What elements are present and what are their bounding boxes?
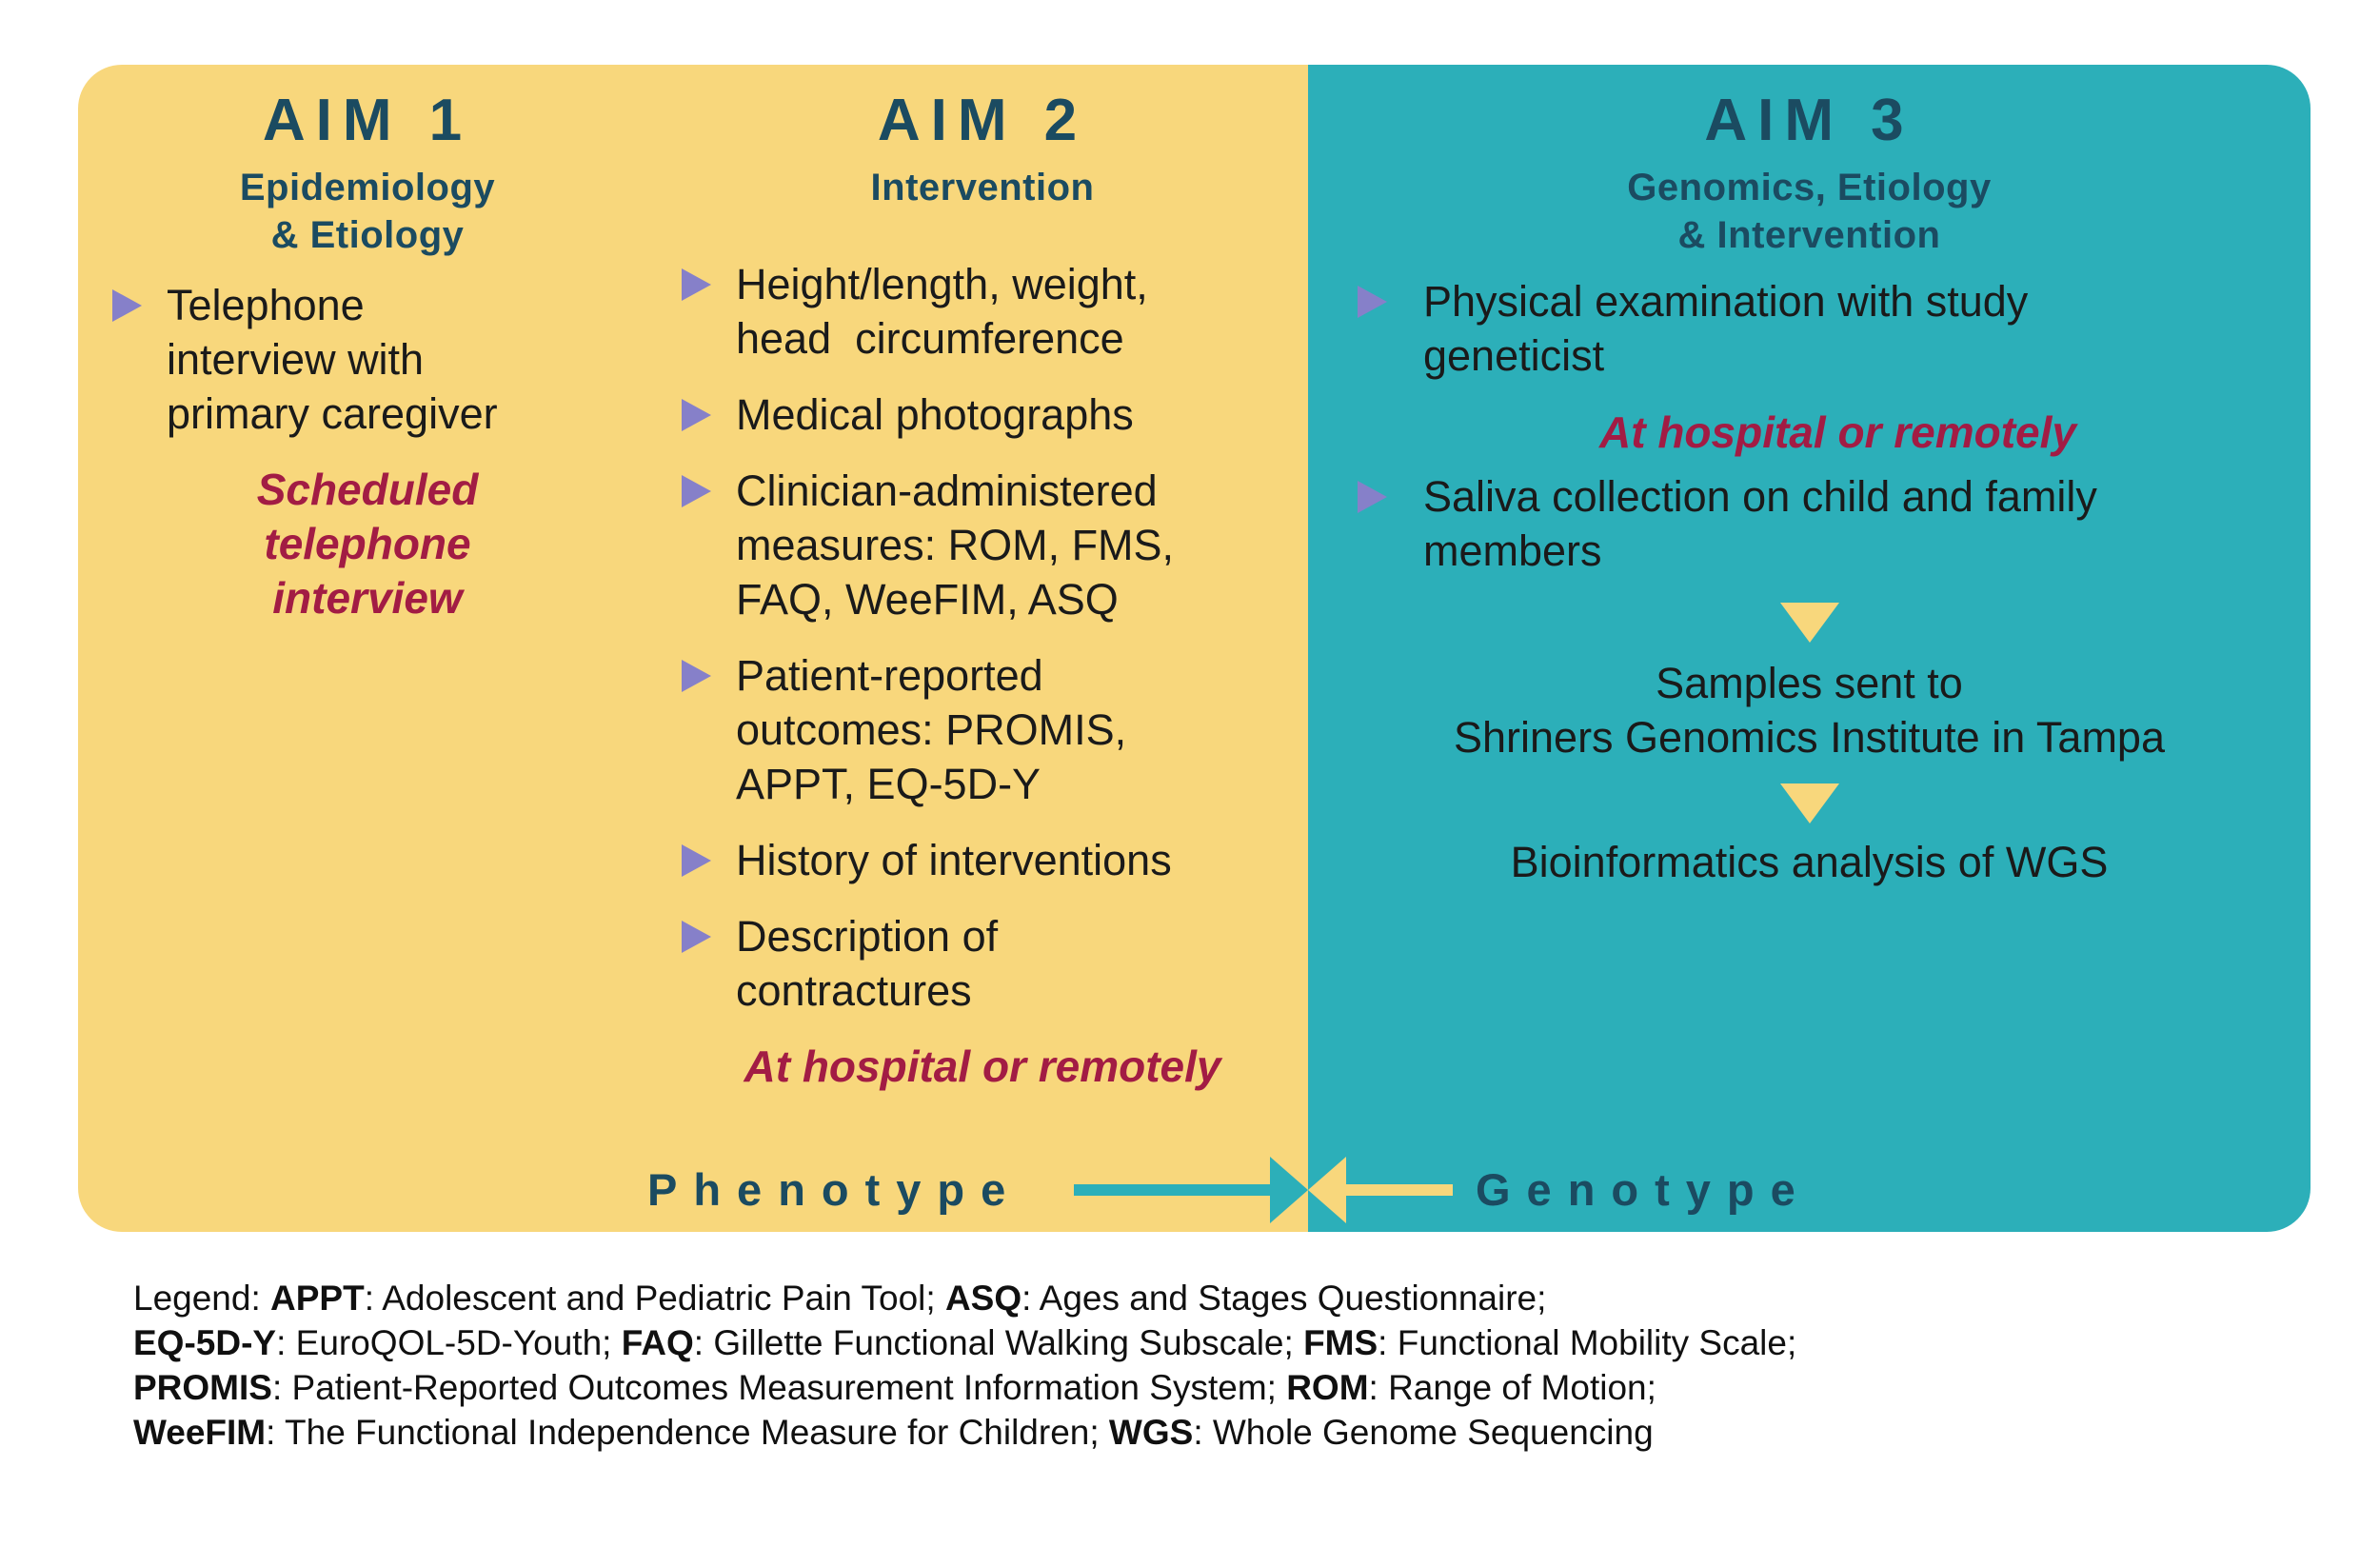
phenotype-label: Phenotype xyxy=(647,1164,1022,1215)
legend-segment: : Whole Genome Sequencing xyxy=(1193,1413,1654,1452)
genotype-arrowhead-icon xyxy=(1308,1157,1346,1223)
bullet-text: Saliva collection on child and family me… xyxy=(1423,472,2097,575)
legend-abbr: FMS xyxy=(1303,1323,1378,1362)
legend-segment: : Patient-Reported Outcomes Measurement … xyxy=(271,1368,1287,1407)
bullet-triangle-icon xyxy=(1358,286,1387,318)
bullet-text: History of interventions xyxy=(736,836,1172,884)
legend-segment: Legend: xyxy=(133,1279,271,1318)
aim3-title: AIM 3 xyxy=(1704,88,1914,153)
legend-segment: : The Functional Independence Measure fo… xyxy=(266,1413,1109,1452)
flow-step-samples: Samples sent to Shriners Genomics Instit… xyxy=(1453,659,2165,762)
legend-abbr: PROMIS xyxy=(133,1368,272,1407)
bullet-triangle-icon xyxy=(682,844,711,877)
bullet-triangle-icon xyxy=(112,289,142,322)
aim2-title: AIM 2 xyxy=(877,88,1088,153)
aim1-column: AIM 1 Epidemiology & Etiology Telephone … xyxy=(78,65,657,1232)
legend-segment: : Adolescent and Pediatric Pain Tool; xyxy=(364,1279,945,1318)
legend-line: EQ-5D-Y: EuroQOL-5D-Youth; FAQ: Gillette… xyxy=(133,1320,1796,1365)
bullet-triangle-icon xyxy=(1358,481,1387,513)
legend-abbr: WeeFIM xyxy=(133,1413,267,1452)
genotype-label: Genotype xyxy=(1476,1164,1812,1215)
aim1-title: AIM 1 xyxy=(262,88,473,153)
bullet-triangle-icon xyxy=(682,268,711,301)
aim2-column: AIM 2 Intervention Height/length, weight… xyxy=(657,65,1308,1232)
legend-line: PROMIS: Patient-Reported Outcomes Measur… xyxy=(133,1365,1796,1410)
aim2-note: At hospital or remotely xyxy=(744,1041,1221,1091)
bullet-text: Patient-reported outcomes: PROMIS, APPT,… xyxy=(736,651,1127,808)
genotype-arrow-line xyxy=(1346,1184,1453,1196)
phenotype-arrowhead-icon xyxy=(1270,1157,1308,1223)
bullet-text: Clinician-administered measures: ROM, FM… xyxy=(736,466,1175,624)
aim1-bullet-list: Telephone interview with primary caregiv… xyxy=(78,278,657,441)
list-item: History of interventions xyxy=(657,833,1308,887)
aim3-subtitle: Genomics, Etiology & Intervention xyxy=(1627,167,1992,256)
aim2-bullet-list: Height/length, weight, head circumferenc… xyxy=(657,257,1308,1018)
aim3-bullet-list: Physical examination with study genetici… xyxy=(1308,274,2311,578)
bullet-text: Physical examination with study genetici… xyxy=(1423,277,2029,380)
phenotype-genotype-row: Phenotype Genotype xyxy=(78,1157,2311,1223)
phenotype-arrow-line xyxy=(1074,1184,1272,1196)
legend-abbr: ASQ xyxy=(944,1279,1022,1318)
bullet-triangle-icon xyxy=(682,660,711,692)
legend-line: WeeFIM: The Functional Independence Meas… xyxy=(133,1410,1796,1455)
legend-abbr: APPT xyxy=(270,1279,365,1318)
list-item: Patient-reported outcomes: PROMIS, APPT,… xyxy=(657,648,1308,811)
bullet-text: Medical photographs xyxy=(736,390,1134,439)
down-arrow-icon xyxy=(1779,783,1839,823)
legend-segment: : Gillette Functional Walking Subscale; xyxy=(693,1323,1304,1362)
list-item: Saliva collection on child and family me… xyxy=(1308,469,2311,578)
legend: Legend: APPT: Adolescent and Pediatric P… xyxy=(133,1276,1796,1455)
bullet-text: Telephone interview with primary caregiv… xyxy=(167,281,498,438)
aim1-note: Scheduled telephone interview xyxy=(256,465,479,623)
legend-segment: : Ages and Stages Questionnaire; xyxy=(1021,1279,1547,1318)
list-item: Physical examination with study genetici… xyxy=(1308,274,2311,383)
aims-panel: AIM 1 Epidemiology & Etiology Telephone … xyxy=(78,65,2311,1232)
bullet-triangle-icon xyxy=(682,475,711,507)
list-item: Clinician-administered measures: ROM, FM… xyxy=(657,464,1308,626)
aim3-note: At hospital or remotely xyxy=(1599,407,2076,457)
legend-segment: : Range of Motion; xyxy=(1368,1368,1656,1407)
aim3-column: AIM 3 Genomics, Etiology & Intervention … xyxy=(1308,65,2311,1232)
legend-abbr: ROM xyxy=(1286,1368,1369,1407)
legend-abbr: EQ-5D-Y xyxy=(133,1323,277,1362)
down-arrow-icon xyxy=(1779,603,1839,643)
aim1-subtitle: Epidemiology & Etiology xyxy=(239,167,496,256)
list-item: Height/length, weight, head circumferenc… xyxy=(657,257,1308,366)
list-item: Telephone interview with primary caregiv… xyxy=(78,278,657,441)
legend-segment: : Functional Mobility Scale; xyxy=(1378,1323,1797,1362)
legend-abbr: FAQ xyxy=(621,1323,694,1362)
list-item: Description of contractures xyxy=(657,909,1308,1018)
bullet-text: Description of contractures xyxy=(736,912,999,1015)
legend-abbr: WGS xyxy=(1108,1413,1194,1452)
bullet-triangle-icon xyxy=(682,399,711,431)
bullet-triangle-icon xyxy=(682,921,711,953)
legend-segment: : EuroQOL-5D-Youth; xyxy=(276,1323,622,1362)
aim2-subtitle: Intervention xyxy=(870,167,1095,208)
legend-line: Legend: APPT: Adolescent and Pediatric P… xyxy=(133,1276,1796,1320)
bullet-text: Height/length, weight, head circumferenc… xyxy=(736,260,1148,363)
list-item: Medical photographs xyxy=(657,387,1308,442)
flow-step-bioinformatics: Bioinformatics analysis of WGS xyxy=(1510,838,2109,886)
